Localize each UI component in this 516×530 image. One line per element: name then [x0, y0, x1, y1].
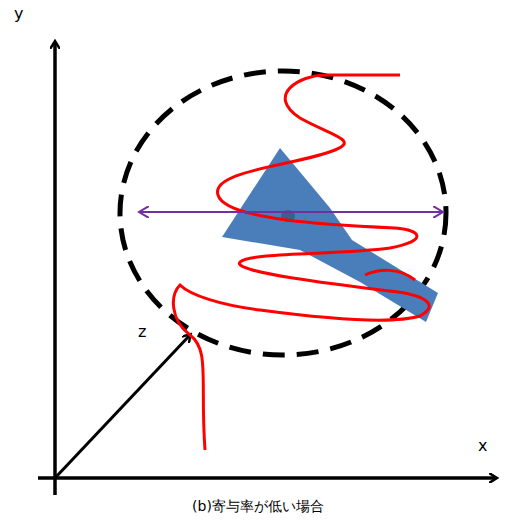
axis-label: z [138, 322, 146, 341]
figure-caption: (b)寄与率が低い場合 [192, 498, 324, 515]
x-axis [38, 476, 496, 480]
z-axis [55, 335, 190, 478]
y-axis [53, 42, 57, 495]
axis-label: x [478, 436, 487, 455]
red-loop [365, 270, 415, 280]
axis-label: y [14, 4, 23, 23]
blue-cone [222, 148, 438, 322]
spread-arrow [140, 211, 442, 213]
red-curve [173, 75, 429, 450]
